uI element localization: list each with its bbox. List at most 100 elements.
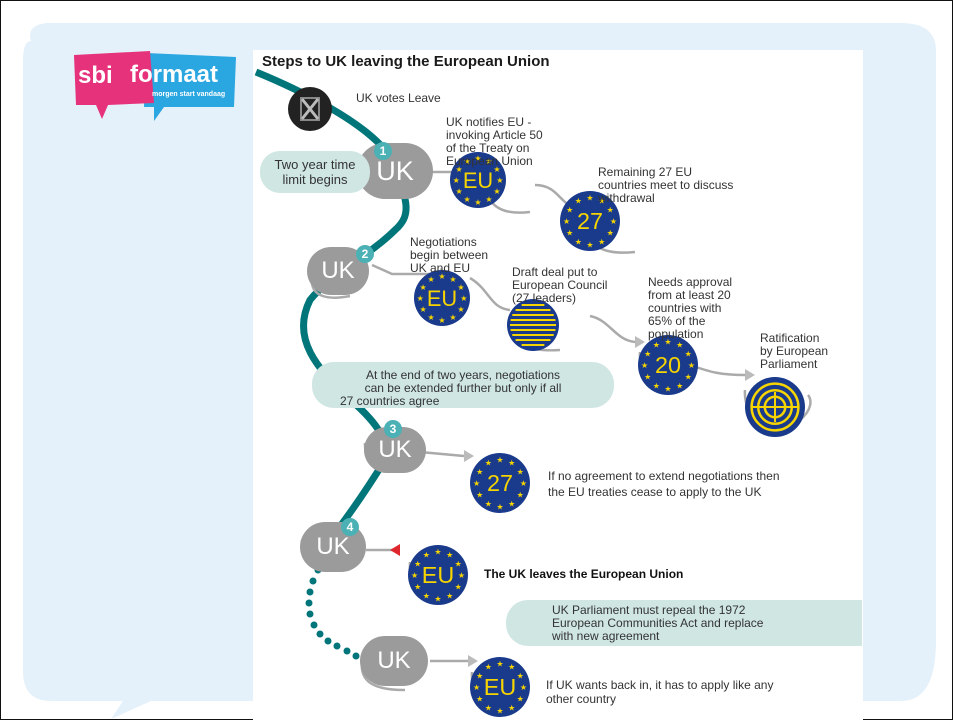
- eu-star-icon: ★: [455, 559, 462, 568]
- note-repeal: UK Parliament must repeal the 1972 Europ…: [506, 600, 862, 646]
- eu-star-icon: ★: [508, 703, 515, 712]
- eu-star-icon: ★: [653, 341, 660, 350]
- eu-star-icon: ★: [575, 237, 582, 246]
- eu-star-icon: ★: [586, 240, 593, 249]
- eu-star-icon: ★: [420, 305, 427, 314]
- uk-circle-3: UK: [364, 427, 426, 473]
- eu-star-icon: ★: [458, 571, 465, 580]
- note-extend: At the end of two years, negotiations ca…: [312, 362, 614, 408]
- logo-brand-a: sbi: [78, 62, 113, 89]
- eu-star-icon: ★: [575, 197, 582, 206]
- eu-star-icon: ★: [434, 548, 441, 557]
- eu-star-icon: ★: [446, 551, 453, 560]
- eu-circle-20: ★★★★★★★★★★★★20: [638, 335, 698, 395]
- eu-star-icon: ★: [676, 381, 683, 390]
- eu-star-icon: ★: [520, 683, 527, 692]
- eu-star-icon: ★: [463, 195, 470, 204]
- eu-star-icon: ★: [476, 491, 483, 500]
- eu-star-icon: ★: [641, 361, 648, 370]
- eu-star-icon: ★: [473, 683, 480, 692]
- eu-star-icon: ★: [586, 194, 593, 203]
- eu-star-icon: ★: [496, 706, 503, 715]
- eu-star-icon: ★: [644, 373, 651, 382]
- eu-star-icon: ★: [456, 165, 463, 174]
- eu-star-icon: ★: [517, 467, 524, 476]
- eu-star-icon: ★: [496, 176, 503, 185]
- eu-star-icon: ★: [485, 499, 492, 508]
- note-two-year: Two year time limit begins: [260, 151, 370, 193]
- eu-circle-27b: ★★★★★★★★★★★★27: [470, 453, 530, 513]
- eu-circle-27a: ★★★★★★★★★★★★27: [560, 191, 620, 251]
- eu-star-icon: ★: [427, 313, 434, 322]
- note-two-year-line: Two year time: [274, 157, 356, 172]
- eu-star-icon: ★: [688, 361, 695, 370]
- eu-star-icon: ★: [474, 154, 481, 163]
- eu-star-icon: ★: [607, 205, 614, 214]
- uk-circle-5: UK: [360, 636, 428, 686]
- eu-circle-back-in-text: EU: [484, 674, 517, 700]
- eu-circle-notify-text: EU: [463, 168, 493, 193]
- eu-star-icon: ★: [423, 551, 430, 560]
- eu-star-icon: ★: [508, 663, 515, 672]
- eu-star-icon: ★: [517, 491, 524, 500]
- eu-star-icon: ★: [455, 583, 462, 592]
- eu-circle-27a-text: 27: [577, 208, 603, 234]
- eu-star-icon: ★: [520, 479, 527, 488]
- eu-star-icon: ★: [664, 384, 671, 393]
- eu-star-icon: ★: [434, 594, 441, 603]
- step-number-1: 1: [374, 142, 392, 160]
- label-leaves: The UK leaves the European Union: [484, 567, 684, 581]
- eu-star-icon: ★: [610, 217, 617, 226]
- x-ballot-icon: [288, 87, 332, 131]
- eu-star-icon: ★: [417, 294, 424, 303]
- eu-star-icon: ★: [456, 187, 463, 196]
- page-title: Steps to UK leaving the European Union: [262, 53, 550, 70]
- eu-star-icon: ★: [485, 157, 492, 166]
- label-no-extend: If no agreement to extend negotiations t…: [548, 469, 780, 499]
- uk-circle-2: UK: [307, 247, 369, 295]
- eu-star-icon: ★: [685, 373, 692, 382]
- eu-star-icon: ★: [423, 591, 430, 600]
- eu-star-icon: ★: [653, 381, 660, 390]
- eu-star-icon: ★: [508, 459, 515, 468]
- eu-star-icon: ★: [476, 695, 483, 704]
- eu-star-icon: ★: [496, 502, 503, 511]
- step-number-4: 4: [341, 518, 359, 536]
- eu-star-icon: ★: [496, 456, 503, 465]
- note-repeal-line: UK Parliament must repeal the 1972: [552, 603, 746, 617]
- eu-star-icon: ★: [449, 275, 456, 284]
- eu-star-icon: ★: [457, 305, 464, 314]
- eu-star-icon: ★: [414, 559, 421, 568]
- eu-star-icon: ★: [493, 187, 500, 196]
- eu-star-icon: ★: [485, 195, 492, 204]
- eu-circle-27b-text: 27: [487, 470, 513, 496]
- eu-star-icon: ★: [644, 349, 651, 358]
- sbi-formaat-logo: sbi formaat morgen start vandaag: [68, 49, 240, 127]
- eu-star-icon: ★: [453, 176, 460, 185]
- eu-star-icon: ★: [414, 583, 421, 592]
- eu-star-icon: ★: [411, 571, 418, 580]
- vote-label: UK votes Leave: [356, 91, 441, 105]
- eu-star-icon: ★: [427, 275, 434, 284]
- eu-circle-back-in: ★★★★★★★★★★★★EU: [470, 657, 530, 717]
- eu-star-icon: ★: [463, 157, 470, 166]
- eu-star-icon: ★: [474, 198, 481, 207]
- eu-circle-negotiate-text: EU: [427, 286, 457, 311]
- eu-parliament-icon: [745, 377, 805, 437]
- eu-star-icon: ★: [685, 349, 692, 358]
- eu-star-icon: ★: [476, 671, 483, 680]
- eu-star-icon: ★: [473, 479, 480, 488]
- eu-star-icon: ★: [493, 165, 500, 174]
- eu-star-icon: ★: [449, 313, 456, 322]
- note-extend-line: At the end of two years, negotiations: [365, 368, 561, 382]
- eu-circle-negotiate: ★★★★★★★★★★★★EU: [414, 270, 470, 326]
- eu-star-icon: ★: [598, 237, 605, 246]
- eu-circle-notify: ★★★★★★★★★★★★EU: [450, 152, 506, 208]
- note-two-year-line: limit begins: [282, 172, 348, 187]
- step-number-2: 2: [356, 245, 374, 263]
- note-repeal-line: with new agreement: [552, 629, 660, 643]
